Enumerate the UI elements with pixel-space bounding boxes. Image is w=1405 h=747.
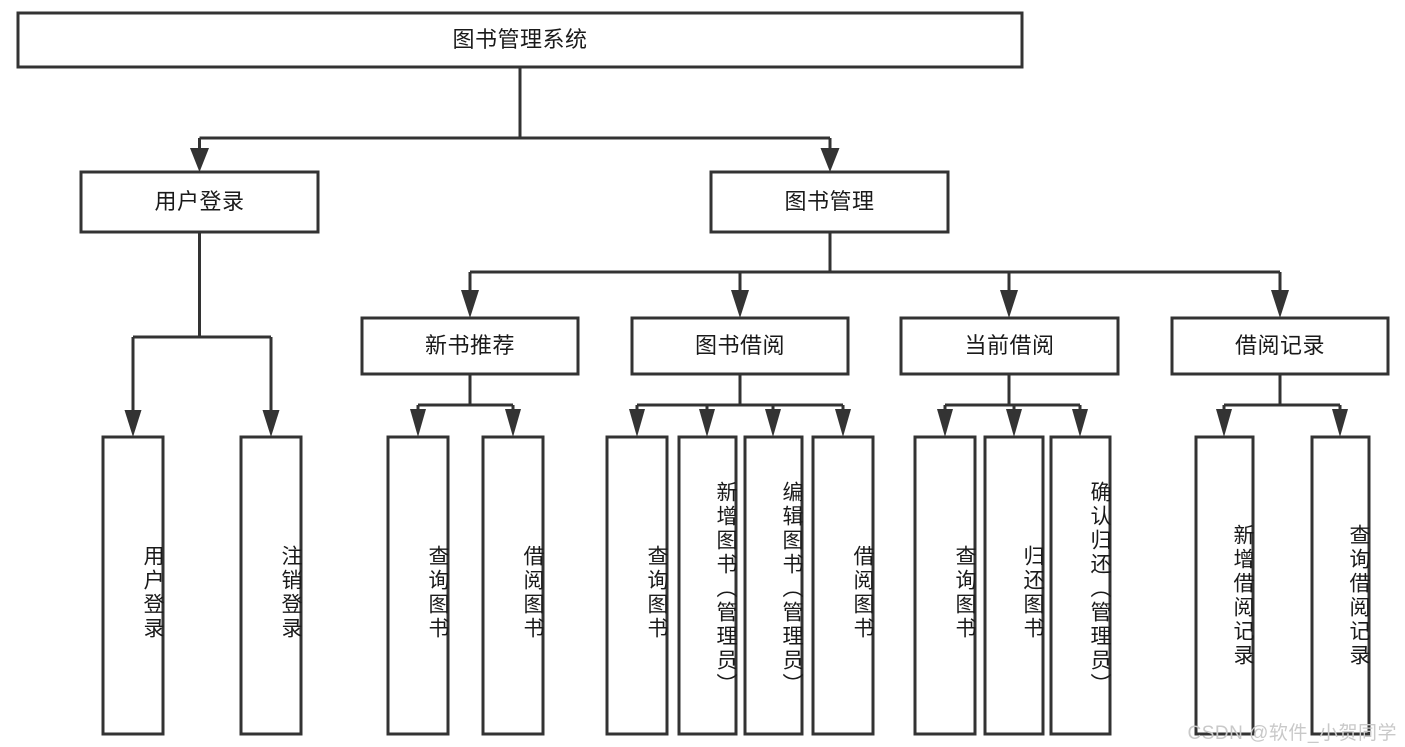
arrow-head-icon [410,409,426,437]
arrow-head-icon [835,409,851,437]
arrow-head-icon [820,148,840,172]
connector-newbook-to-leaves [410,374,521,437]
arrow-head-icon [505,409,521,437]
arrow-head-icon [1332,409,1348,437]
arrow-head-icon [731,290,749,318]
node-box-book-management[interactable] [709,170,950,234]
node-box-borrow-record[interactable] [1170,316,1390,376]
node-box-book-borrow[interactable] [630,316,850,376]
leaf-box-borrow-record-0[interactable] [1194,435,1255,736]
leaf-box-new-book-1[interactable] [481,435,545,736]
arrow-head-icon [1216,409,1232,437]
node-box-root[interactable] [16,11,1024,69]
node-box-user-login[interactable] [79,170,320,234]
arrow-head-icon [1006,409,1022,437]
arrow-head-icon [629,409,645,437]
arrow-head-icon [937,409,953,437]
leaf-box-current-borrow-1[interactable] [983,435,1045,736]
arrow-head-icon [1072,409,1088,437]
arrow-head-icon [190,148,209,172]
arrow-head-icon [1000,290,1018,318]
leaf-box-current-borrow-0[interactable] [913,435,977,736]
arrow-head-icon [461,290,479,318]
connector-currentborrow-to-leaves [937,374,1088,437]
connector-bookmgmt-to-level3 [461,232,1289,318]
leaf-box-user-login-0[interactable] [101,435,165,736]
arrow-head-icon [699,409,715,437]
leaf-box-current-borrow-2[interactable] [1049,435,1112,736]
leaf-box-book-borrow-0[interactable] [605,435,669,736]
watermark-text: CSDN @软件_小贺同学 [1187,723,1397,744]
leaf-box-new-book-0[interactable] [386,435,450,736]
node-box-new-book-recommend[interactable] [360,316,580,376]
arrow-head-icon [765,409,781,437]
connector-borrowrecord-to-leaves [1216,374,1348,437]
leaf-box-user-login-1[interactable] [239,435,303,736]
connector-root-to-level2 [190,67,840,172]
leaf-box-borrow-record-1[interactable] [1310,435,1371,736]
leaf-box-book-borrow-2[interactable] [743,435,804,736]
leaf-box-book-borrow-1[interactable] [677,435,738,736]
arrow-head-icon [124,410,142,437]
connector-bookborrow-to-leaves [629,374,851,437]
node-box-current-borrow[interactable] [899,316,1120,376]
connector-userlogin-to-leaves [124,232,280,437]
arrow-head-icon [1271,290,1289,318]
leaf-box-book-borrow-3[interactable] [811,435,875,736]
arrow-head-icon [262,410,280,437]
